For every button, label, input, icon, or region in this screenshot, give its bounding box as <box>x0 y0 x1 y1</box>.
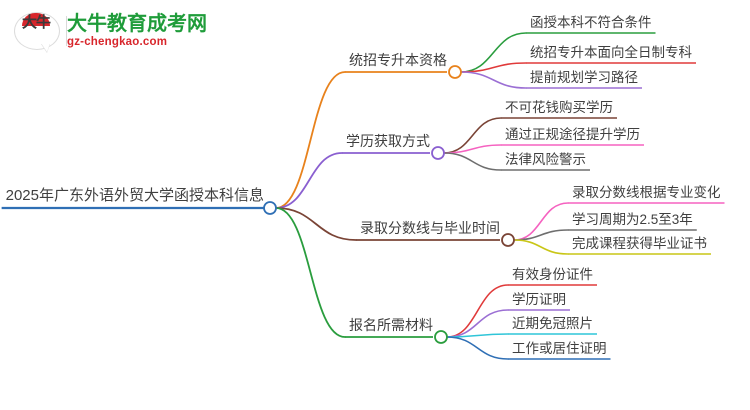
mindmap-leaf-label-2-2[interactable]: 通过正规途径提升学历 <box>505 127 640 142</box>
mindmap-leaf-label-1-3[interactable]: 提前规划学习路径 <box>530 70 638 85</box>
logo-divider <box>66 16 67 46</box>
logo-text-block: 大牛教育成考网 gz-chengkao.com <box>67 13 207 49</box>
mindmap-leaf-label-3-1[interactable]: 录取分数线根据专业变化 <box>572 185 721 200</box>
mindmap-leaf-label-4-3[interactable]: 近期免冠照片 <box>512 316 593 331</box>
mindmap-leaf-label-4-2[interactable]: 学历证明 <box>512 292 566 307</box>
mindmap-leaf-label-2-1[interactable]: 不可花钱购买学历 <box>505 100 613 115</box>
logo-red-dome-shape <box>22 13 50 26</box>
mindmap-branch-label-3[interactable]: 录取分数线与毕业时间 <box>360 220 500 236</box>
mindmap-node-dot[interactable] <box>501 233 515 247</box>
mindmap-node-dot[interactable] <box>263 201 277 215</box>
mindmap-nodes <box>263 65 515 344</box>
mindmap-leaf-label-3-3[interactable]: 完成课程获得毕业证书 <box>572 236 707 251</box>
logo-title: 大牛教育成考网 <box>67 13 207 35</box>
logo-mark-text: 大牛 <box>21 14 51 31</box>
site-logo[interactable]: 大牛 大牛教育成考网 gz-chengkao.com <box>14 8 207 54</box>
mindmap-branch-label-2[interactable]: 学历获取方式 <box>346 133 430 149</box>
mindmap-leaf-label-4-1[interactable]: 有效身份证件 <box>512 267 593 282</box>
mindmap-leaf-label-1-1[interactable]: 函授本科不符合条件 <box>530 15 652 30</box>
mindmap-leaf-label-3-2[interactable]: 学习周期为2.5至3年 <box>572 212 693 227</box>
mindmap-node-dot[interactable] <box>448 65 462 79</box>
mindmap-links <box>1 32 725 360</box>
logo-mark-icon: 大牛 <box>14 10 60 52</box>
mindmap-node-dot[interactable] <box>434 330 448 344</box>
logo-subtitle: gz-chengkao.com <box>67 36 168 48</box>
mindmap-leaf-label-2-3[interactable]: 法律风险警示 <box>505 152 586 167</box>
mindmap-leaf-label-1-2[interactable]: 统招专升本面向全日制专科 <box>530 45 692 60</box>
mindmap-node-dot[interactable] <box>431 146 445 160</box>
mindmap-branch-label-4[interactable]: 报名所需材料 <box>349 317 433 333</box>
mindmap-leaf-label-4-4[interactable]: 工作或居住证明 <box>512 341 607 356</box>
mindmap-branch-label-1[interactable]: 统招专升本资格 <box>349 52 447 68</box>
mindmap-root-label[interactable]: 2025年广东外语外贸大学函授本科信息 <box>5 187 264 204</box>
